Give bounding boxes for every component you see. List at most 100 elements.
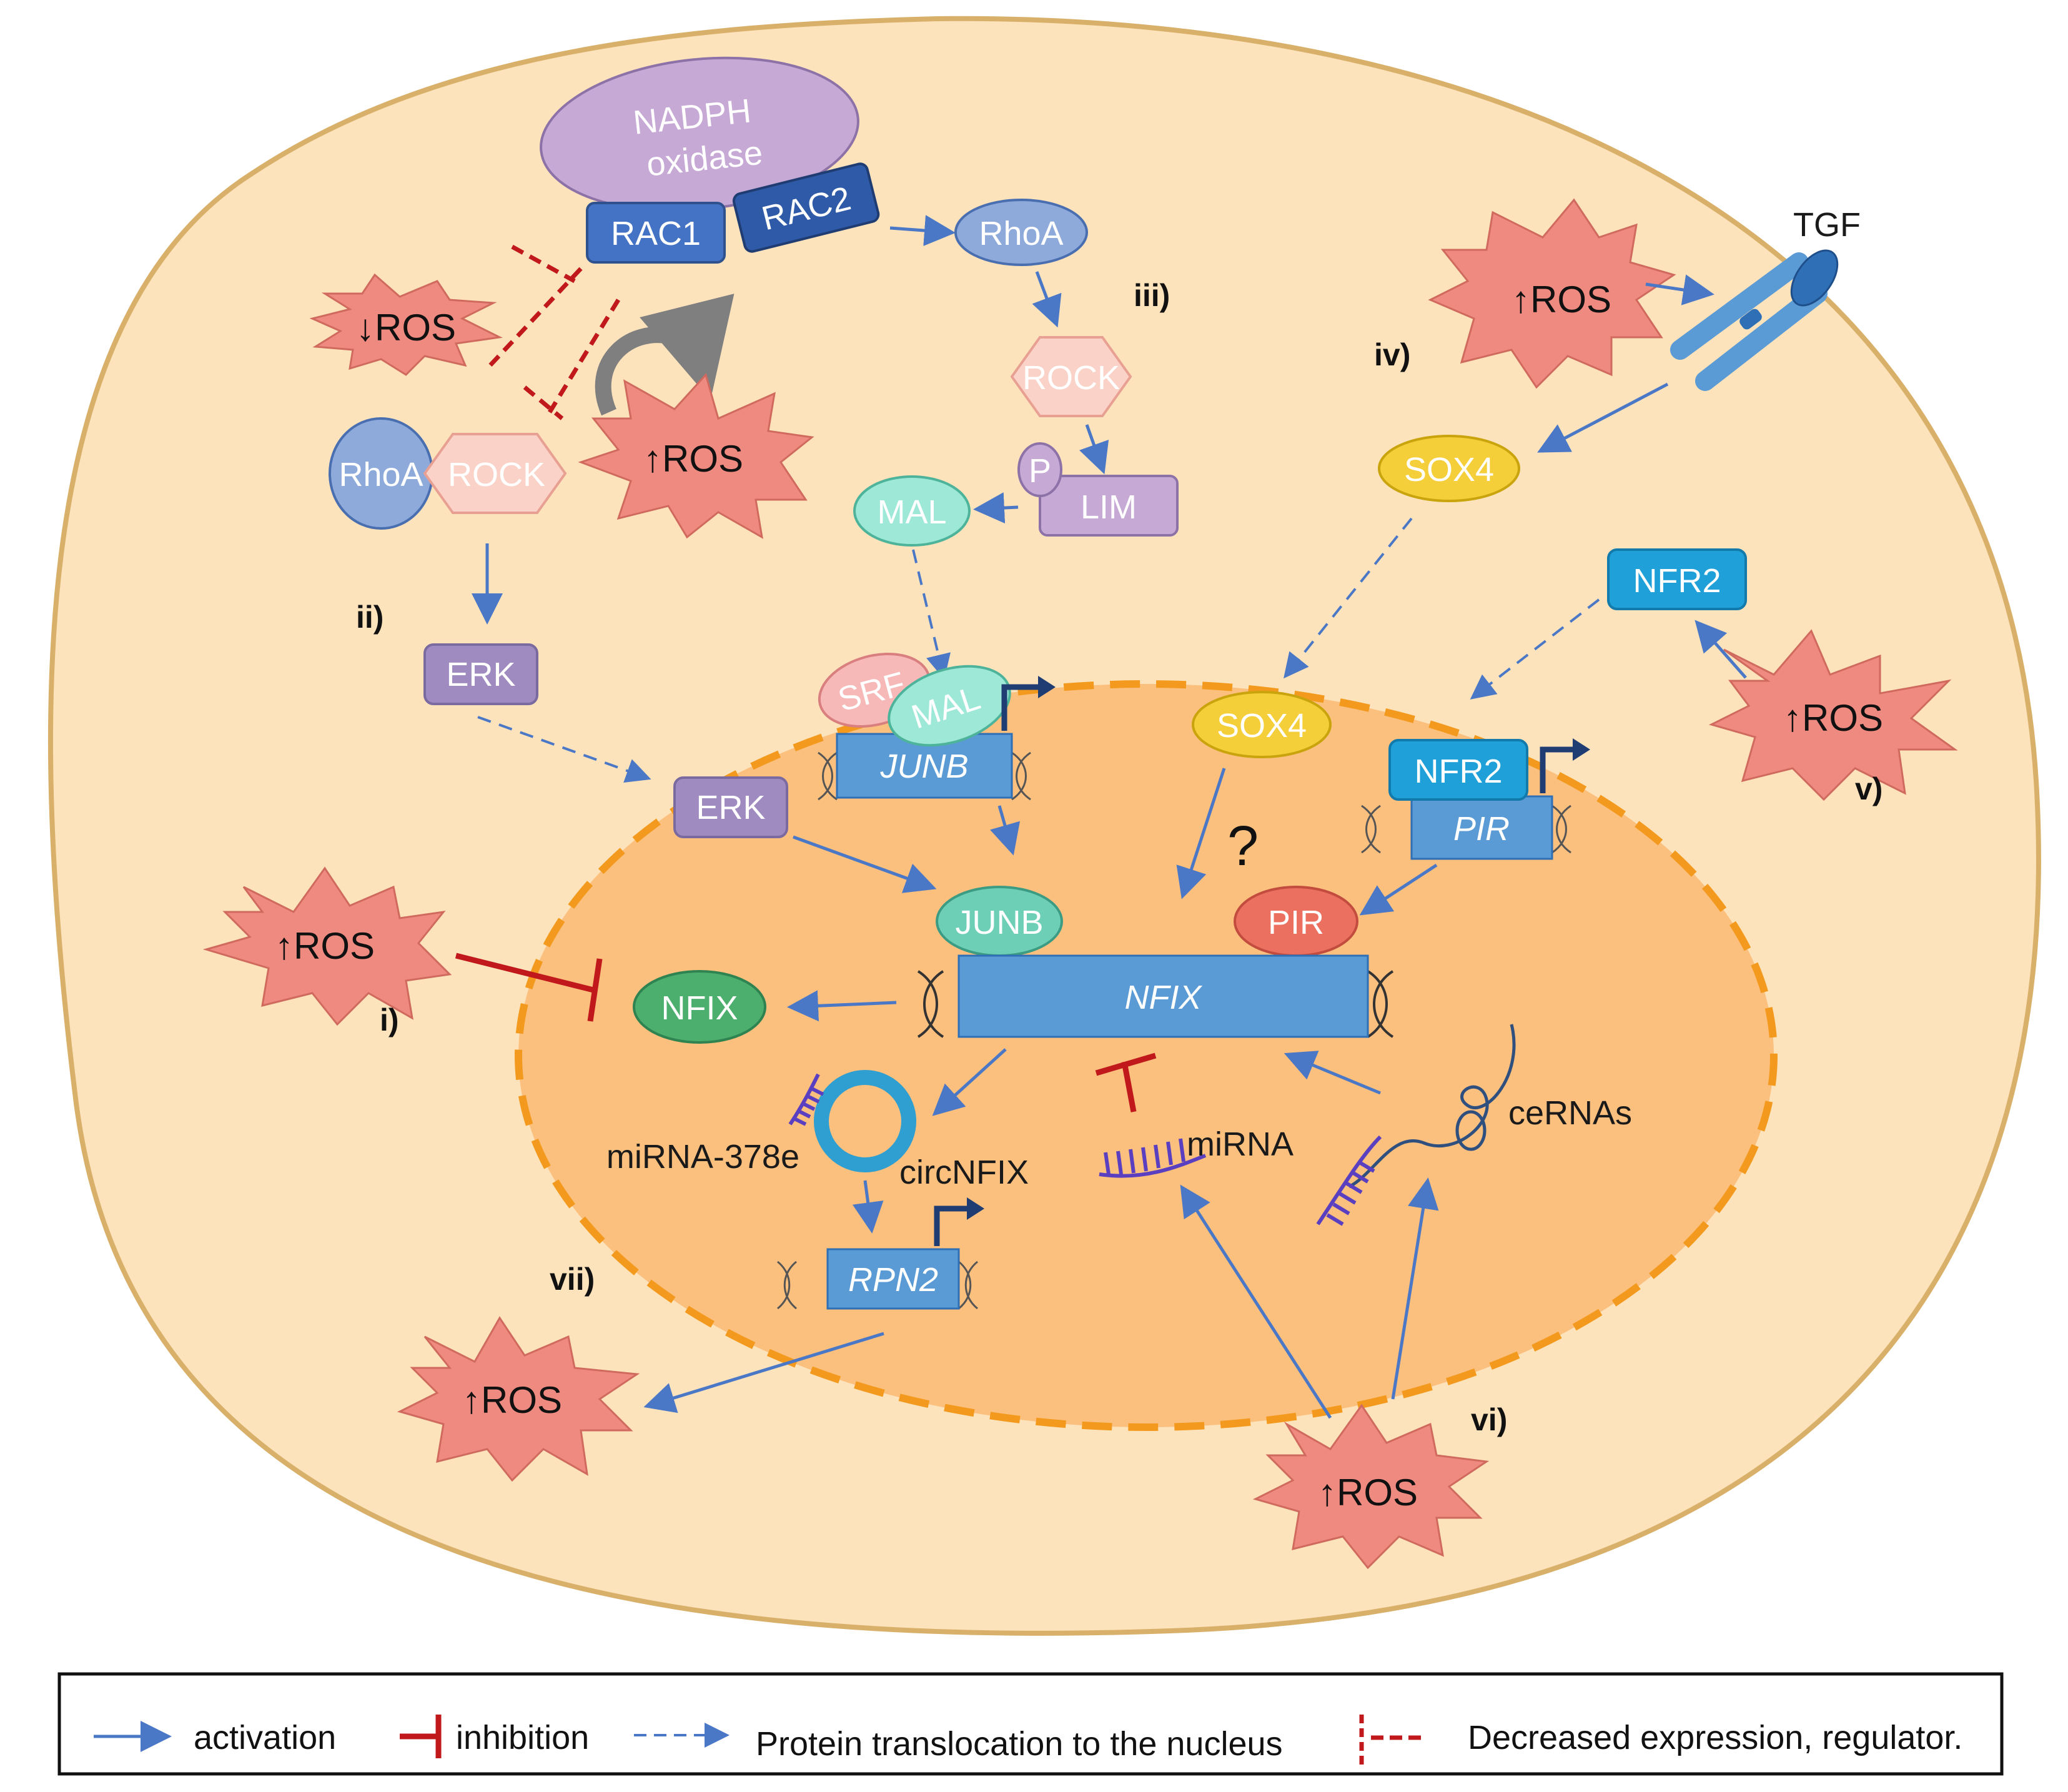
ros-up-label-vii: ↑ROS — [462, 1379, 562, 1421]
ros-down-burst — [309, 273, 503, 376]
erk-nuc-label: ERK — [696, 789, 765, 826]
translocation-sox4 — [1284, 517, 1413, 679]
tss-pir-head — [1573, 738, 1590, 761]
tss-rpn2-head — [967, 1197, 984, 1220]
legend-inhibition-label: inhibition — [456, 1719, 589, 1756]
tss-rpn2 — [934, 1205, 968, 1246]
dna-junb — [818, 751, 1031, 801]
ros-up-burst-vi — [1252, 1403, 1490, 1570]
pathway-iv-label: iv) — [1374, 337, 1410, 372]
tgf-receptor — [1670, 249, 1839, 391]
pathway-v-label: v) — [1855, 771, 1882, 806]
nfix-protein-label: NFIX — [661, 989, 738, 1027]
mirna-378e-glyph — [788, 1073, 824, 1126]
ros-up-label-center: ↑ROS — [643, 438, 743, 480]
mirna-label: miRNA — [1187, 1126, 1294, 1163]
arrow-ros-nfr2 — [1694, 620, 1747, 679]
arrow-ros-mirna — [1180, 1184, 1332, 1419]
translocation-nfr2 — [1470, 598, 1600, 700]
rock-left-label: ROCK — [448, 456, 545, 493]
cernas-label: ceRNAs — [1508, 1094, 1632, 1132]
arrow-nfix-circnfix — [932, 1048, 1007, 1116]
legend-translocation-label: Protein translocation to the nucleus — [756, 1725, 1283, 1763]
arrow-rac2-rhoa — [889, 215, 956, 246]
pathway-iii-label: iii) — [1134, 278, 1170, 313]
dna-rpn2 — [777, 1260, 978, 1310]
nfr2-cyto-box — [1607, 548, 1747, 610]
question-mark: ? — [1227, 815, 1259, 878]
nfix-gene-label: NFIX — [1124, 979, 1202, 1016]
rac2-box — [732, 162, 880, 253]
erk-cyto-label: ERK — [446, 656, 515, 693]
phospho-p — [1017, 442, 1062, 497]
pir-gene-label: PIR — [1453, 810, 1510, 848]
circnfix-ring — [814, 1070, 916, 1172]
arrow-sox4-nfix — [1176, 768, 1226, 899]
ros-up-label-vi: ↑ROS — [1318, 1472, 1418, 1513]
rhoa-left-label: RhoA — [339, 456, 423, 493]
cerna-strand — [1348, 1024, 1516, 1189]
lim-label: LIM — [1081, 488, 1137, 526]
tss-junb — [1001, 684, 1040, 731]
mal-cyto-label: MAL — [877, 493, 946, 531]
arrow-ros-tgf — [1645, 274, 1714, 305]
ros-up-label-nfr2: ↑ROS — [1783, 697, 1883, 739]
nfr2-cyto-label: NFR2 — [1633, 562, 1721, 600]
arrow-junbgene-junb — [989, 805, 1021, 856]
pathway-i-label: i) — [380, 1002, 399, 1037]
erk-cyto-box — [423, 643, 538, 705]
rac1-label: RAC1 — [611, 215, 701, 252]
legend-activation-label: activation — [194, 1719, 336, 1756]
mirna-378e-label: miRNA-378e — [606, 1138, 799, 1176]
junb-protein-label: JUNB — [955, 904, 1043, 941]
nfr2-nuc-label: NFR2 — [1414, 753, 1502, 790]
tss-junb-head — [1038, 676, 1056, 698]
sox4-nuc — [1192, 691, 1332, 758]
ros-up-burst-tgf — [1428, 198, 1676, 389]
ros-up-label-i: ↑ROS — [275, 925, 375, 967]
arrow-rpn2-ros — [643, 1332, 884, 1413]
nfr2-nuc-box — [1388, 739, 1528, 801]
junb-gene — [836, 733, 1013, 799]
circnfix-label: circNFIX — [899, 1154, 1029, 1191]
ros-down-label: ↓ROS — [356, 307, 456, 349]
ros-up-label-tgf: ↑ROS — [1511, 279, 1611, 320]
mal-cyto — [853, 475, 971, 547]
translocation-erk — [477, 716, 651, 783]
ros-up-burst-i — [202, 866, 452, 1026]
ros-up-burst-center — [578, 372, 814, 539]
tgf-label: TGF — [1793, 206, 1861, 244]
mirna-glyph — [1099, 1138, 1207, 1178]
lim-box — [1039, 475, 1179, 537]
sox4-cyto — [1378, 435, 1520, 502]
dna-nfix — [917, 970, 1394, 1038]
rock-left — [423, 433, 567, 514]
arrow-tgf-sox4 — [1537, 382, 1669, 453]
inhibition-ros-nfix-bar — [587, 958, 603, 1022]
decreased-expression-marks — [485, 244, 620, 420]
legend-box — [57, 1672, 2004, 1776]
inhibition-ros-nfix — [455, 953, 595, 993]
pir-protein-label: PIR — [1268, 904, 1324, 941]
erk-nuc-box — [673, 776, 788, 838]
arrow-cernas-nfix — [1284, 1051, 1381, 1095]
ros-up-burst-vii — [397, 1316, 640, 1482]
cerna-loop — [1455, 1110, 1487, 1151]
cerna-mirna-glyph — [1316, 1135, 1382, 1226]
rpn2-gene — [826, 1248, 960, 1310]
pathway-vii-label: vii) — [550, 1262, 595, 1297]
arrow-rhoa-rock — [1032, 271, 1062, 328]
arrow-erk-junb — [793, 835, 937, 893]
rac1-box — [586, 202, 726, 264]
arrow-rock-lim — [1079, 424, 1109, 475]
arrow-pirgene-pir — [1359, 863, 1438, 916]
nfix-protein — [633, 970, 766, 1044]
junb-gene-label: JUNB — [879, 748, 968, 785]
sox4-cyto-label: SOX4 — [1404, 451, 1494, 488]
pathway-vi-label: vi) — [1471, 1402, 1507, 1437]
sox4-nuc-label: SOX4 — [1217, 707, 1307, 745]
arrow-nfixgene-nfix — [787, 990, 897, 1022]
legend-decreased-label: Decreased expression, regulator. — [1468, 1719, 1962, 1756]
